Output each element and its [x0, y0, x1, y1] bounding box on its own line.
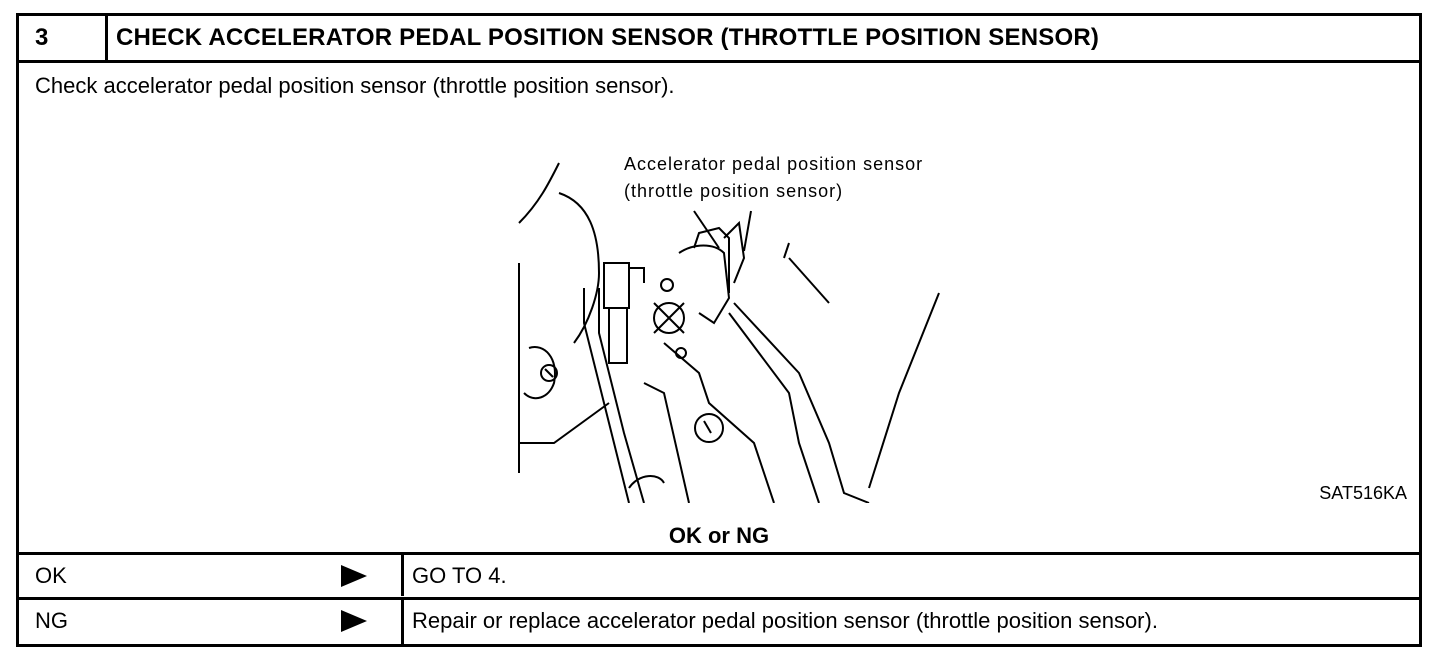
- figure-code: SAT516KA: [1319, 483, 1407, 503]
- callout-line-1: Accelerator pedal position sensor: [624, 154, 924, 174]
- column-divider: [401, 555, 404, 596]
- procedure-table: 3 CHECK ACCELERATOR PEDAL POSITION SENSO…: [16, 13, 1422, 647]
- step-title: CHECK ACCELERATOR PEDAL POSITION SENSOR …: [116, 24, 1100, 51]
- ok-or-ng-heading: OK or NG: [668, 523, 770, 548]
- column-divider: [401, 600, 404, 644]
- result-row-ng: NG Repair or replace accelerator pedal p…: [19, 597, 1419, 644]
- result-row-ok: OK GO TO 4.: [19, 552, 1419, 596]
- step-header: 3 CHECK ACCELERATOR PEDAL POSITION SENSO…: [19, 16, 1419, 63]
- result-action: GO TO 4.: [412, 563, 507, 588]
- callout-line-2: (throttle position sensor): [624, 181, 844, 201]
- result-label: NG: [35, 608, 68, 633]
- arrow-right-icon: [341, 565, 367, 587]
- pedal-sensor-illustration: [518, 162, 940, 503]
- step-body: Check accelerator pedal position sensor …: [19, 63, 1419, 552]
- result-label: OK: [35, 563, 67, 588]
- step-number: 3: [19, 16, 108, 60]
- result-action: Repair or replace accelerator pedal posi…: [412, 608, 1158, 633]
- sensor-callout: Accelerator pedal position sensor (throt…: [624, 151, 923, 205]
- instruction-text: Check accelerator pedal position sensor …: [35, 73, 675, 98]
- arrow-right-icon: [341, 610, 367, 632]
